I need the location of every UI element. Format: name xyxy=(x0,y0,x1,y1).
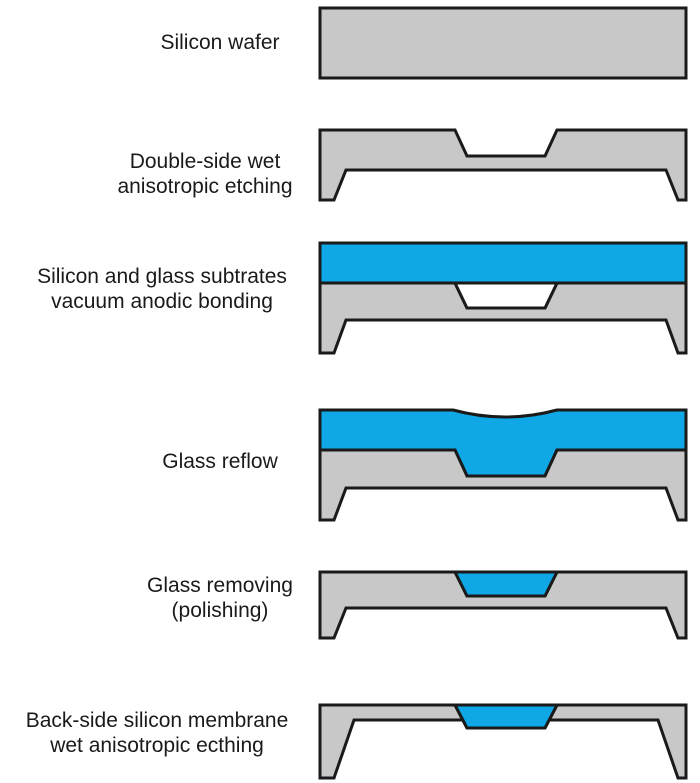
step-5-label: Glass removing (polishing) xyxy=(130,573,310,623)
step-1-label-line-1: Silicon wafer xyxy=(160,31,280,54)
step-6-label-line-2: wet anisotropic ecthing xyxy=(50,734,264,757)
step-2-label: Double-side wet anisotropic etching xyxy=(95,149,315,199)
step-1-label: Silicon wafer xyxy=(140,30,300,55)
step-6-glass-plug xyxy=(452,703,560,730)
step-3-glass-substrate xyxy=(318,241,688,285)
step-4-label: Glass reflow xyxy=(140,449,300,474)
step-3-label: Silicon and glass subtrates vacuum anodi… xyxy=(12,264,312,314)
step-5-label-line-1: Glass removing xyxy=(147,574,293,597)
step-4-label-line-1: Glass reflow xyxy=(162,450,278,473)
step-2-label-line-2: anisotropic etching xyxy=(117,175,293,198)
step-6-label: Back-side silicon membrane wet anisotrop… xyxy=(2,708,312,758)
step-4-etched-silicon xyxy=(318,448,688,522)
step-5-label-line-2: (polishing) xyxy=(171,599,269,622)
step-3-vacuum-cavity xyxy=(452,281,560,310)
step-2-etched-silicon xyxy=(318,128,688,202)
step-1-silicon-wafer xyxy=(318,6,688,80)
step-3-label-line-2: vacuum anodic bonding xyxy=(51,290,273,313)
step-6-label-line-1: Back-side silicon membrane xyxy=(25,709,289,732)
step-5-glass-plug xyxy=(452,570,560,598)
step-2-label-line-1: Double-side wet xyxy=(129,150,281,173)
step-3-label-line-1: Silicon and glass subtrates xyxy=(37,265,287,288)
